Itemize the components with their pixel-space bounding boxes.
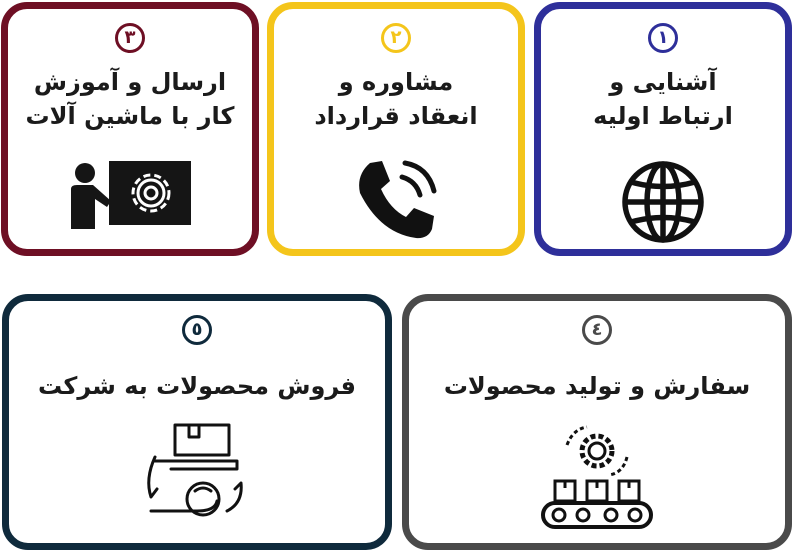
step-card-4: ٤ سفارش و تولید محصولات xyxy=(402,294,792,550)
conveyor-production-icon xyxy=(541,425,653,529)
step-number-badge: ١ xyxy=(648,23,678,53)
step-title: آشنایی و ارتباط اولیه xyxy=(593,68,733,130)
globe-icon xyxy=(622,161,704,243)
step-number-badge: ٣ xyxy=(115,23,145,53)
step-card-2: ٢ مشاوره و انعقاد قرارداد xyxy=(267,2,525,256)
step-title: فروش محصولات به شرکت xyxy=(37,372,357,400)
hand-box-exchange-icon xyxy=(147,423,243,517)
step-number-badge: ٥ xyxy=(182,315,212,345)
step-card-3: ٣ ارسال و آموزش کار با ماشین آلات xyxy=(1,2,259,256)
step-title: مشاوره و انعقاد قرارداد xyxy=(314,68,478,130)
step-number-badge: ٤ xyxy=(582,315,612,345)
step-card-5: ٥ فروش محصولات به شرکت xyxy=(2,294,392,550)
step-number-badge: ٢ xyxy=(381,23,411,53)
step-card-1: ١ آشنایی و ارتباط اولیه xyxy=(534,2,792,256)
step-title: ارسال و آموزش کار با ماشین آلات xyxy=(25,68,235,130)
step-title: سفارش و تولید محصولات xyxy=(443,372,751,400)
presentation-gear-icon xyxy=(71,161,191,229)
phone-call-icon xyxy=(359,160,437,239)
